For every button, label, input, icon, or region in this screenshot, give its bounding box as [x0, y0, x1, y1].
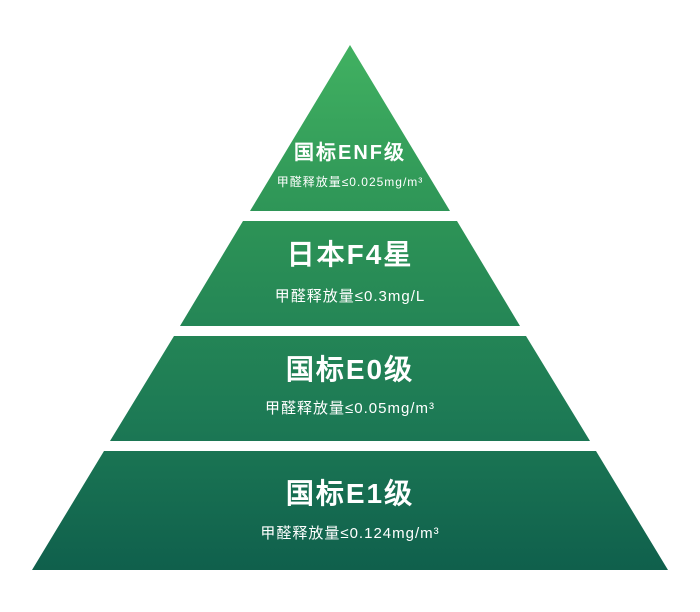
- pyramid-tier-2-shape: [180, 221, 520, 326]
- pyramid-tier-3-shape: [110, 336, 590, 441]
- pyramid-tier-4-shape: [32, 451, 668, 570]
- pyramid-tier-1-shape: [250, 45, 450, 211]
